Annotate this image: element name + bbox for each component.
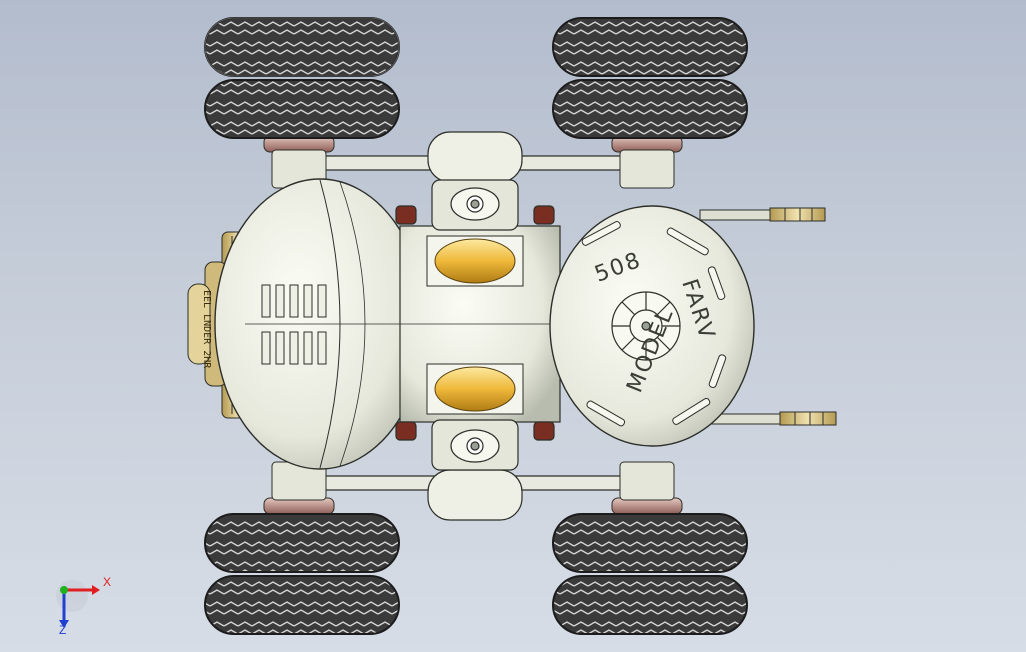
wheel-front-left-outer [204,17,400,77]
wheel-rear-right-inner [552,513,748,573]
x-axis-label: X [103,575,111,589]
svg-text:EEL LNDER 2HR: EEL LNDER 2HR [201,290,212,369]
rear-body-pod [214,178,426,470]
gun-barrel-upper [699,207,826,222]
wheel-rear-left-outer [204,575,400,635]
turret-housing-bottom [395,419,555,521]
turret-housing-top [395,131,555,231]
wheel-front-right-outer [552,17,748,77]
orientation-triad: X Z [56,575,111,637]
lamp-bottom [426,363,524,415]
gun-barrel-lower [709,411,837,426]
wheel-hubs [263,135,683,515]
wheel-front-left-inner [204,79,400,139]
rear-nameplate: EEL LNDER 2HR [201,290,212,369]
rear-vent-grille [261,284,327,365]
wheel-front-right-inner [552,79,748,139]
front-hub-wheel [611,291,681,361]
z-axis-label: Z [59,623,66,637]
y-axis-dot [60,586,68,594]
lamp-top [426,235,524,287]
wheel-rear-right-outer [552,575,748,635]
wheel-rear-left-inner [204,513,400,573]
